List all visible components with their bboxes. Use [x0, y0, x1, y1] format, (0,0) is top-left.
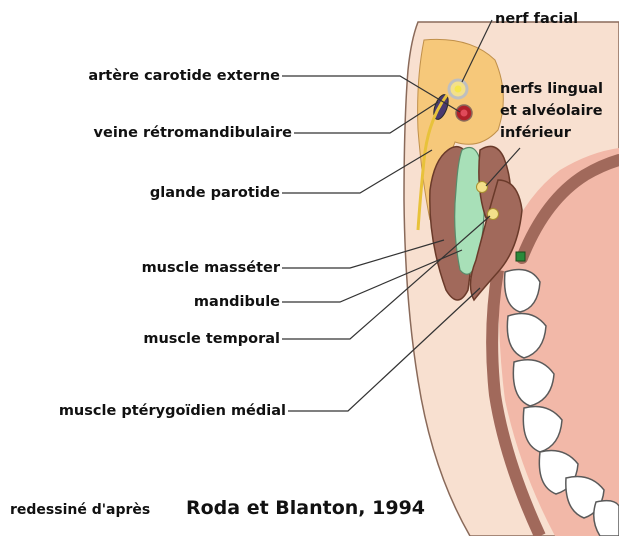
label-glande: glande parotide — [60, 184, 280, 202]
duct-opening — [516, 252, 525, 261]
label-nerf-facial: nerf facial — [495, 10, 578, 28]
label-veine: veine rétromandibulaire — [20, 124, 292, 142]
label-pterygoidien: muscle ptérygoïdien médial — [6, 402, 286, 420]
label-nerfs-lingual-3: inférieur — [500, 124, 571, 142]
credit-prefix: redessiné d'après — [10, 502, 150, 518]
label-nerfs-lingual-2: et alvéolaire — [500, 102, 603, 120]
label-nerfs-lingual-1: nerfs lingual — [500, 80, 603, 98]
alveolar-nerve — [488, 209, 499, 220]
lingual-nerve — [477, 182, 488, 193]
credit-source: Roda et Blanton, 1994 — [186, 497, 425, 519]
label-mandibule: mandibule — [60, 293, 280, 311]
tooth — [594, 501, 619, 536]
label-masseter: muscle masséter — [60, 259, 280, 277]
label-temporal: muscle temporal — [60, 330, 280, 348]
label-artere-carotide: artère carotide externe — [30, 67, 280, 85]
